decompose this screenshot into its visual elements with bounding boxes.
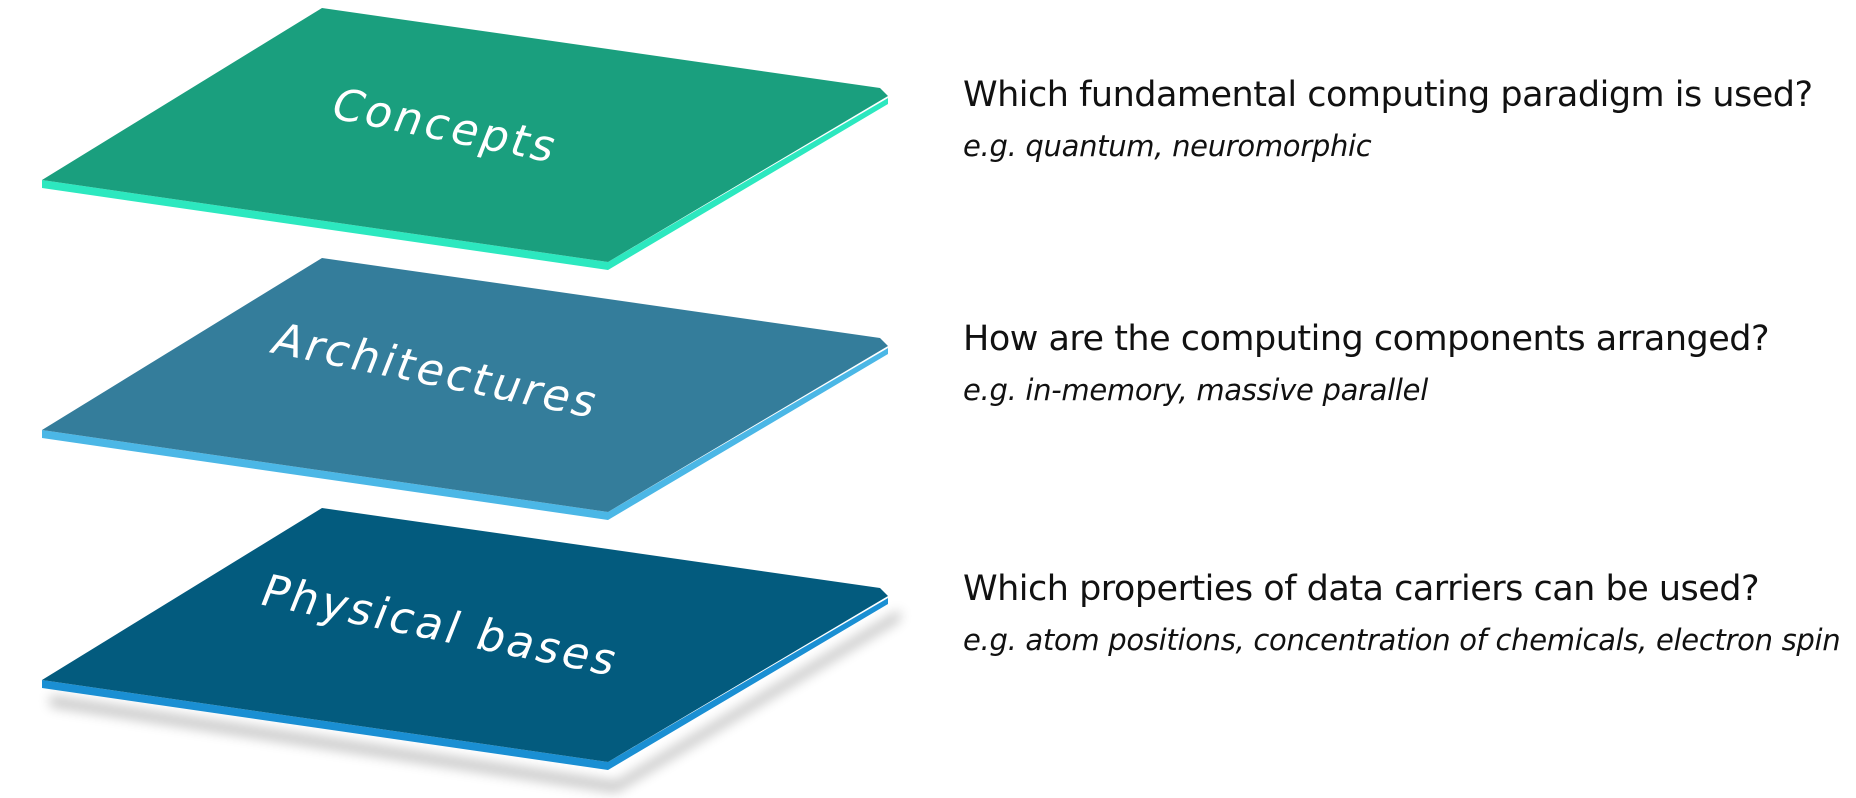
architectures-example: e.g. in-memory, massive parallel xyxy=(963,373,1428,407)
physical-bases-description: Which properties of data carriers can be… xyxy=(963,568,1843,658)
concepts-description: Which fundamental computing paradigm is … xyxy=(963,74,1843,164)
architectures-description: How are the computing components arrange… xyxy=(963,318,1843,408)
layer-concepts: Concepts xyxy=(42,8,888,270)
physical-bases-question: Which properties of data carriers can be… xyxy=(963,569,1760,609)
layer-physical-bases: Physical bases xyxy=(42,508,900,792)
layer-architectures-edge xyxy=(42,348,888,520)
layer-concepts-top xyxy=(42,8,888,262)
layer-architectures-top xyxy=(42,258,888,512)
layer-physical-bases-shadow xyxy=(50,610,900,792)
layer-physical-bases-top xyxy=(42,508,888,762)
layer-physical-bases-edge xyxy=(42,598,888,770)
concepts-example: e.g. quantum, neuromorphic xyxy=(963,129,1372,163)
concepts-question: Which fundamental computing paradigm is … xyxy=(963,75,1813,115)
layer-architectures: Architectures xyxy=(42,258,888,520)
layer-concepts-edge xyxy=(42,98,888,270)
physical-bases-example: e.g. atom positions, concentration of ch… xyxy=(963,623,1841,657)
architectures-question: How are the computing components arrange… xyxy=(963,319,1770,359)
